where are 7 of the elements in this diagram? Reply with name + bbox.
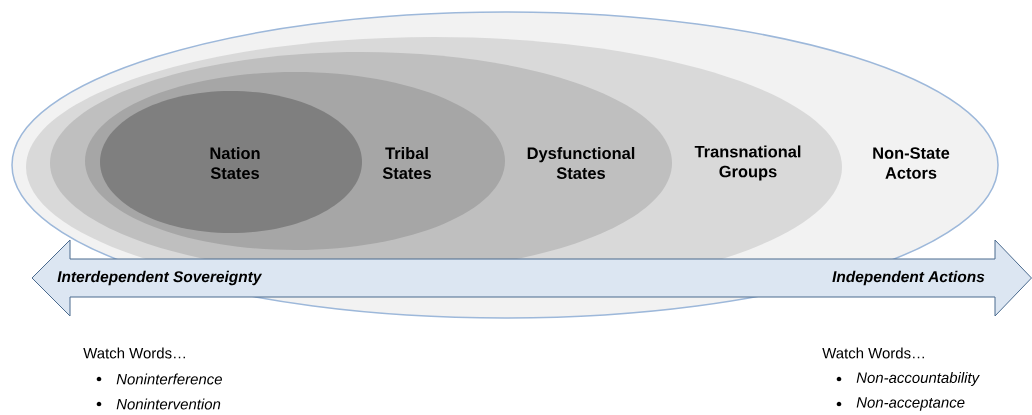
label-text: Watch Words…: [83, 347, 185, 359]
label-text: Watch Words…: [822, 347, 924, 359]
label-text: Non-acceptance: [856, 397, 965, 411]
label-text: Non-accountability: [856, 372, 980, 386]
label-text: Nonintervention: [116, 398, 221, 410]
ellipse-region: Nation States: [100, 91, 362, 233]
label-text: Noninterference: [116, 373, 222, 385]
